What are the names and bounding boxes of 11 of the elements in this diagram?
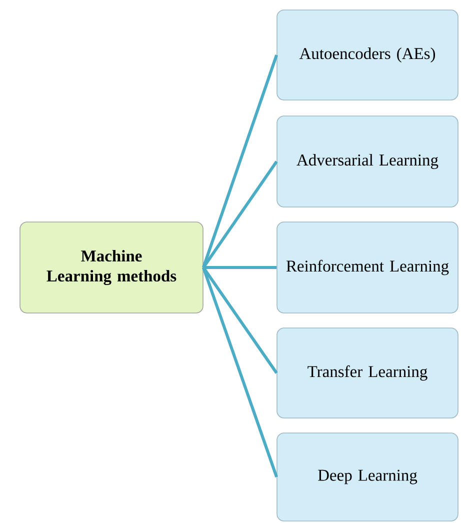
connector-line — [202, 160, 278, 268]
connector-line — [203, 266, 277, 269]
connector-line — [202, 266, 278, 374]
method-box: Transfer Learning — [276, 328, 458, 418]
method-box: Adversarial Learning — [276, 116, 458, 208]
connector-line — [202, 267, 278, 478]
category-box: Machine Learning methods — [20, 222, 204, 314]
method-box: Autoencoders (AEs) — [276, 10, 458, 100]
connector-line — [202, 54, 278, 268]
method-box: Deep Learning — [276, 432, 458, 522]
method-box: Reinforcement Learning — [276, 222, 458, 314]
